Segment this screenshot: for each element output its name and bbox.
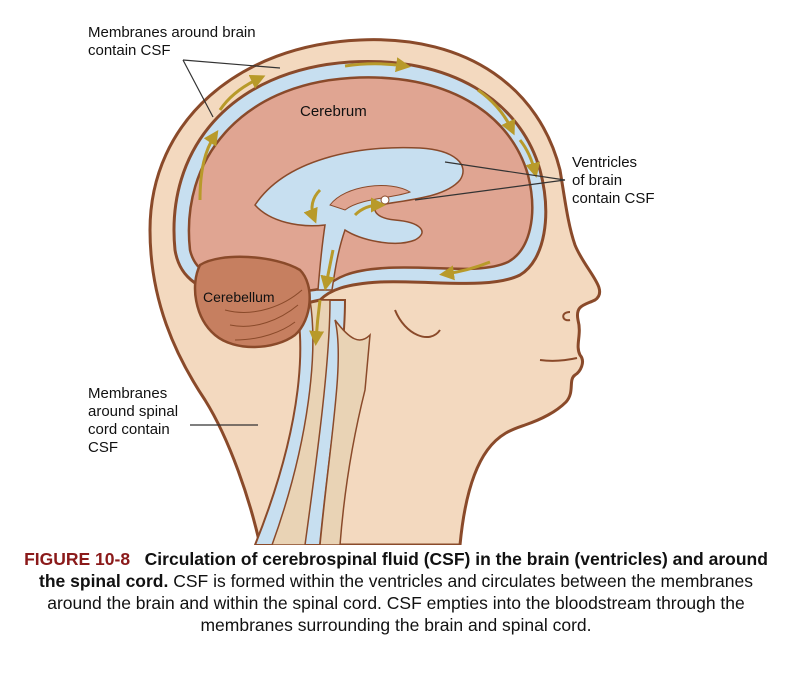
fourth-ventricle-opening <box>380 195 390 205</box>
label-ventricles: Ventricles of brain contain CSF <box>572 154 655 207</box>
leader-lines <box>182 59 566 426</box>
thalamus <box>329 185 412 211</box>
ventricles <box>254 146 464 291</box>
ear-jaw-line <box>394 309 441 339</box>
label-membranes-spinal: Membranes around spinal cord contain CSF <box>88 385 179 456</box>
nostril <box>562 311 571 322</box>
cerebellum <box>193 255 311 349</box>
csf-flow-arrows <box>198 57 541 346</box>
vertebral-column <box>319 319 371 545</box>
figure-body: CSF is formed within the ventricles and … <box>47 571 753 635</box>
label-cerebrum: Cerebrum <box>300 103 367 120</box>
spinal-cord <box>271 299 331 545</box>
figure-title: Circulation of cerebrospinal fluid (CSF)… <box>39 549 768 591</box>
figure-caption: FIGURE 10-8 Circulation of cerebrospinal… <box>20 548 772 636</box>
cerebellum-folds <box>224 289 303 341</box>
head-cross-section-diagram <box>148 38 602 545</box>
label-membranes-brain: Membranes around brain contain CSF <box>88 24 256 59</box>
figure-number: FIGURE 10-8 <box>24 549 131 569</box>
label-cerebellum: Cerebellum <box>203 289 275 305</box>
mouth <box>539 357 578 362</box>
